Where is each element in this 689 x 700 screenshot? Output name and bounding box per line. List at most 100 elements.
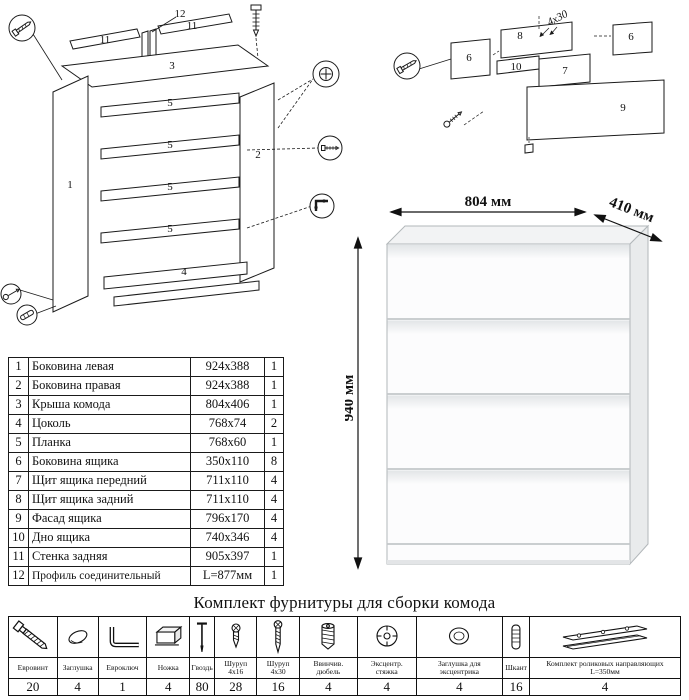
roller-guides-icon bbox=[530, 617, 680, 659]
screw-icon bbox=[250, 4, 262, 59]
part-label-2: 2 bbox=[255, 149, 261, 161]
part-qty: 1 bbox=[264, 433, 284, 453]
bracket-icon bbox=[524, 143, 534, 154]
exploded-diagram-drawer: 8 6 6 10 7 9 4x30 bbox=[393, 8, 665, 154]
part-num: 10 bbox=[8, 528, 29, 548]
part-name: Планка bbox=[28, 433, 191, 453]
hardware-item-qty: 4 bbox=[383, 679, 390, 694]
part-label-1: 1 bbox=[67, 179, 73, 191]
dimension-width-label: 804 мм bbox=[465, 194, 512, 210]
hardware-item-qty: 16 bbox=[509, 679, 523, 694]
dresser-render: 804 мм 410 мм 940 мм bbox=[345, 194, 663, 570]
part-label-7: 7 bbox=[562, 65, 568, 77]
hardware-item-qty: 80 bbox=[195, 679, 209, 694]
part-label-6: 6 bbox=[466, 52, 472, 64]
part-label-4: 4 bbox=[181, 266, 187, 278]
part-qty: 1 bbox=[264, 547, 284, 567]
cam-cover-icon bbox=[416, 617, 503, 659]
part-num: 4 bbox=[8, 414, 29, 434]
part-label-5: 5 bbox=[167, 181, 173, 193]
euro-screw-icon bbox=[396, 60, 417, 75]
part-name: Цоколь bbox=[28, 414, 191, 434]
part-qty: 1 bbox=[264, 376, 284, 396]
part-name: Щит ящика задний bbox=[28, 490, 191, 510]
part-num: 1 bbox=[8, 357, 29, 377]
hardware-item: Шуруп 4x30 16 bbox=[257, 617, 300, 695]
assembly-guides bbox=[418, 15, 611, 126]
part-name: Боковина левая bbox=[28, 357, 191, 377]
part-num: 8 bbox=[8, 490, 29, 510]
furniture-panels bbox=[52, 13, 275, 313]
hardware-item-qty: 1 bbox=[119, 679, 126, 694]
part-name: Профиль соединительный bbox=[28, 566, 191, 586]
bracket-icon bbox=[314, 199, 328, 211]
hardware-item-label: Евроключ bbox=[98, 658, 147, 679]
euro-screw-icon bbox=[9, 617, 57, 659]
part-num: 11 bbox=[8, 547, 29, 567]
part-label-11: 11 bbox=[187, 20, 198, 32]
part-num: 5 bbox=[8, 433, 29, 453]
euro-screw-icon bbox=[11, 21, 32, 37]
part-num: 3 bbox=[8, 395, 29, 415]
hardware-item-label: Шуруп 4x30 bbox=[257, 658, 299, 679]
exploded-diagram-main: 12 11 11 3 1 2 5 5 5 5 4 bbox=[0, 4, 343, 326]
part-label-3: 3 bbox=[169, 60, 175, 72]
hex-key-icon bbox=[98, 617, 147, 659]
hardware-item-label: Ввинчив. дюбель bbox=[299, 658, 357, 679]
part-num: 7 bbox=[8, 471, 29, 491]
part-size: 768x60 bbox=[190, 433, 265, 453]
hardware-item-label: Шкант bbox=[503, 658, 530, 679]
part-qty: 4 bbox=[264, 490, 284, 510]
hardware-item-qty: 4 bbox=[74, 679, 81, 694]
part-name: Щит ящика передний bbox=[28, 471, 191, 491]
part-qty: 1 bbox=[264, 357, 284, 377]
part-label-5: 5 bbox=[167, 223, 173, 235]
part-num: 9 bbox=[8, 509, 29, 529]
phillips-head-icon bbox=[319, 67, 333, 81]
dimension-height-label: 940 мм bbox=[345, 375, 357, 422]
part-label-8: 8 bbox=[517, 30, 523, 42]
part-qty: 4 bbox=[264, 471, 284, 491]
hardware-item: Евровинт 20 bbox=[9, 617, 58, 695]
dresser-drawers bbox=[387, 245, 630, 564]
hardware-item-label: Ножка bbox=[147, 658, 190, 679]
part-size: 924x388 bbox=[190, 357, 265, 377]
part-name: Боковина правая bbox=[28, 376, 191, 396]
part-size: 796x170 bbox=[190, 509, 265, 529]
dowel-icon bbox=[20, 309, 34, 321]
part-name: Фасад ящика bbox=[28, 509, 191, 529]
dimension-depth-label: 410 мм bbox=[607, 194, 656, 226]
dimension-depth bbox=[593, 214, 663, 242]
drawer-panels bbox=[450, 21, 665, 154]
hardware-item: Эксцентр. стяжка 4 bbox=[357, 617, 417, 695]
hardware-item-qty: 16 bbox=[271, 679, 285, 694]
dresser-body bbox=[385, 224, 650, 566]
part-label-12: 12 bbox=[175, 8, 186, 20]
screw-icon bbox=[321, 145, 340, 151]
hardware-item: Евроключ 1 bbox=[98, 617, 148, 695]
part-label-5: 5 bbox=[167, 139, 173, 151]
part-size: 711x110 bbox=[190, 471, 265, 491]
hardware-item-qty: 4 bbox=[456, 679, 463, 694]
dimension-width bbox=[389, 207, 587, 217]
part-qty: 1 bbox=[264, 566, 284, 586]
hardware-item-label: Шуруп 4x16 bbox=[215, 658, 257, 679]
part-size: 905x397 bbox=[190, 547, 265, 567]
part-size: 350x110 bbox=[190, 452, 265, 472]
hardware-item-label: Евровинт bbox=[9, 658, 57, 679]
dimension-height bbox=[353, 236, 363, 570]
leader-lines bbox=[19, 16, 319, 315]
hardware-item-label: Заглушка bbox=[57, 658, 98, 679]
hardware-item: Шуруп 4x16 28 bbox=[215, 617, 258, 695]
part-label-11: 11 bbox=[100, 34, 111, 46]
